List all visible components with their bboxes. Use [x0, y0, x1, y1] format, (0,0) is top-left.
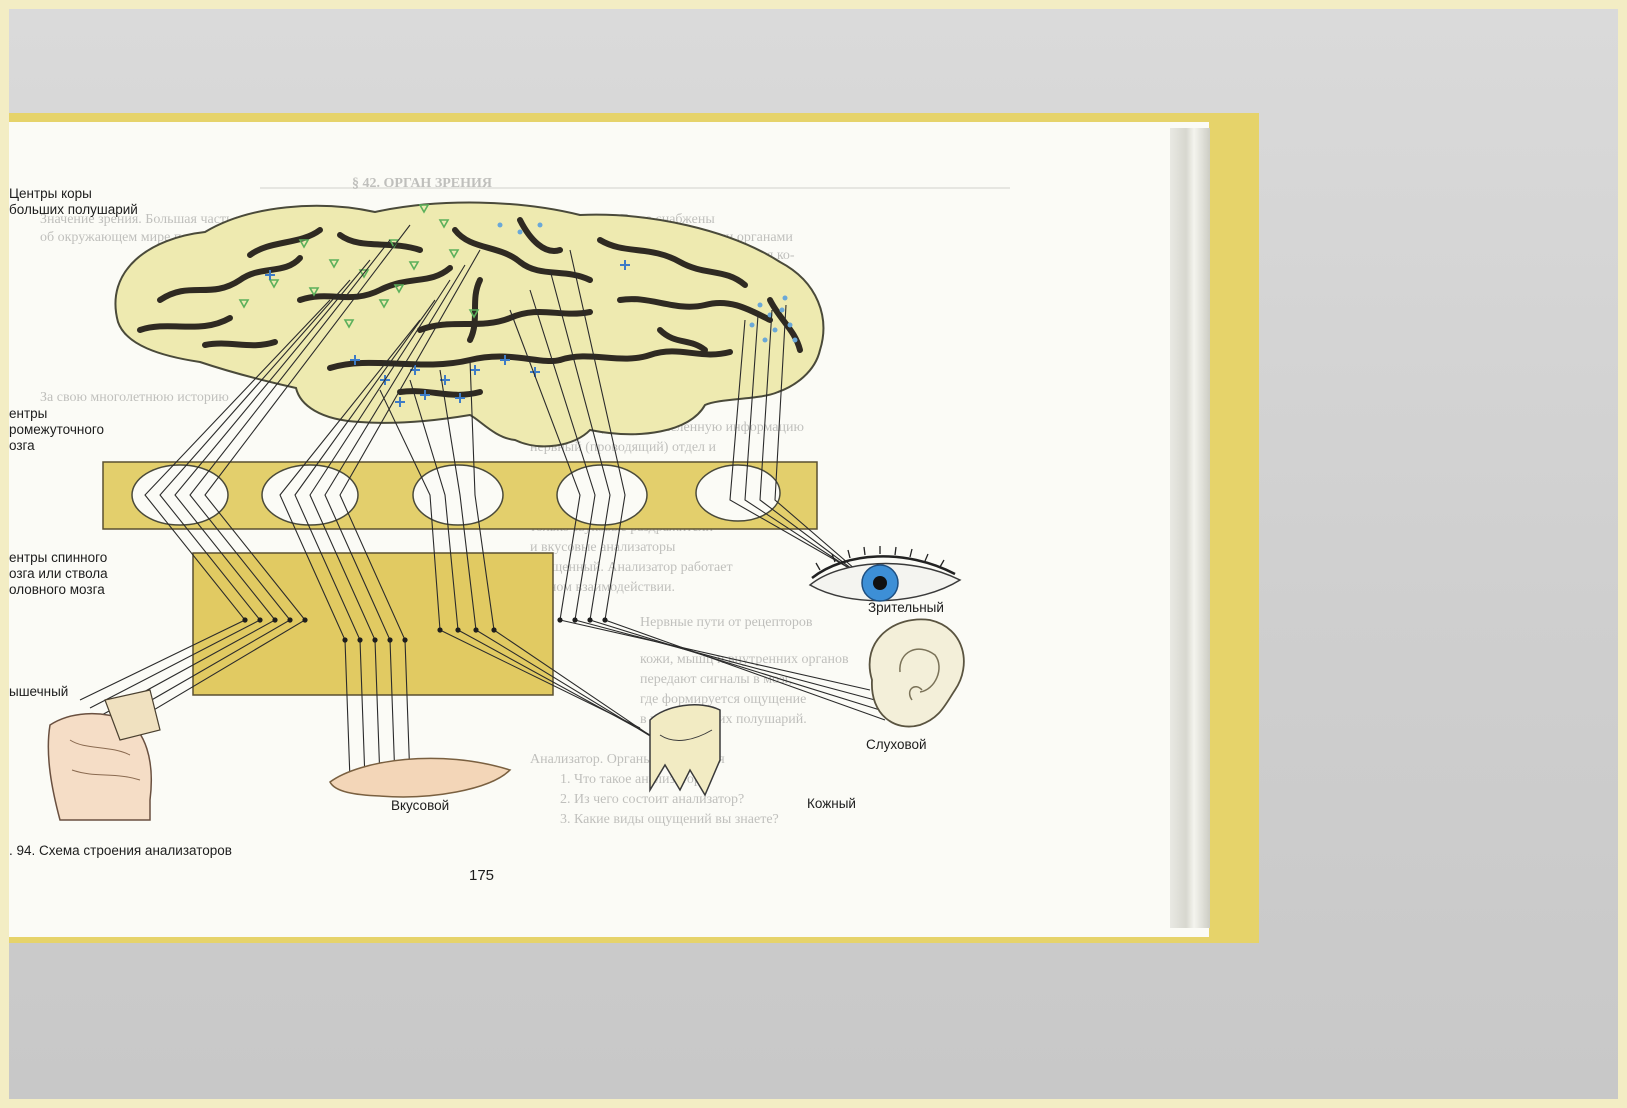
slide-frame: [0, 0, 1627, 1108]
